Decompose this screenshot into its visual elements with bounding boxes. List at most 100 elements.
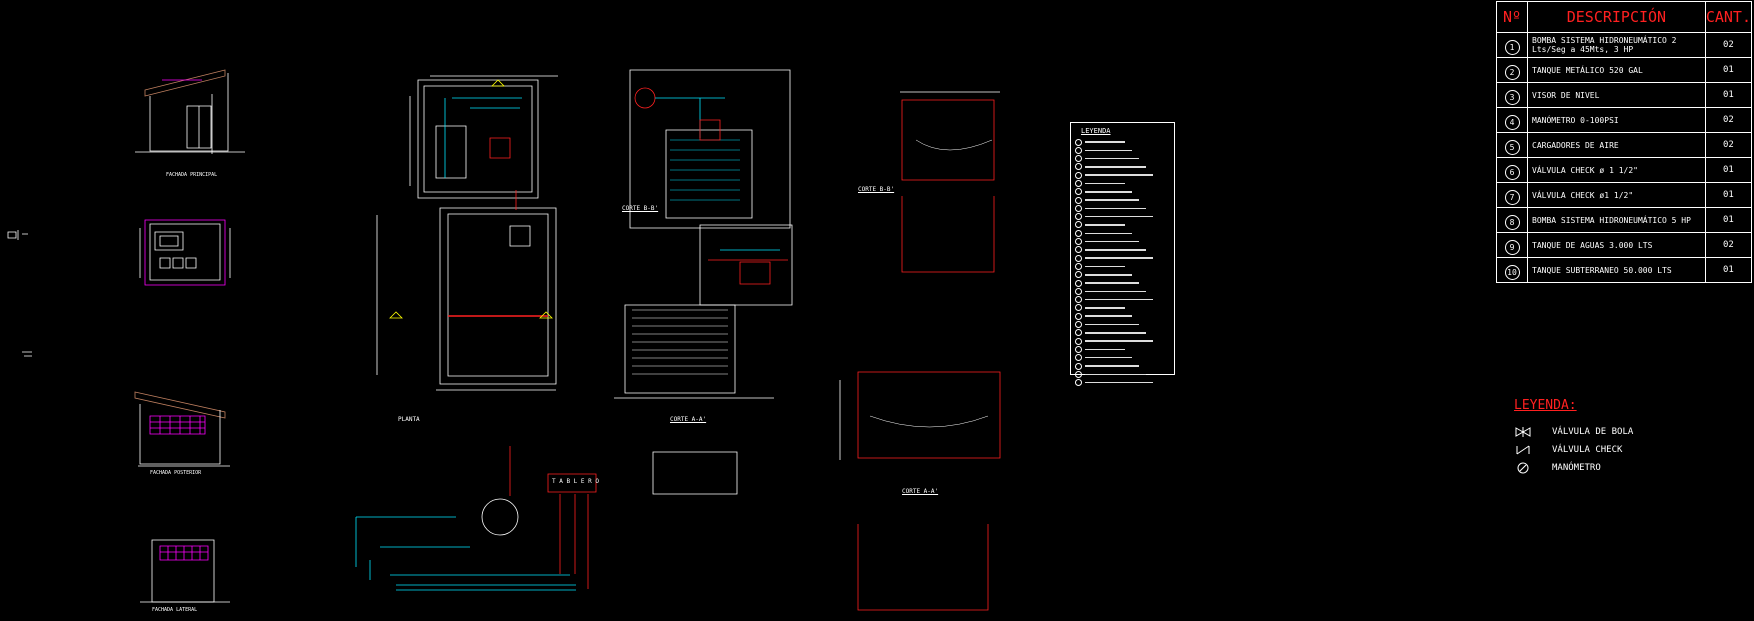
bom-row-description: TANQUE SUBTERRANEO 50.000 LTS [1527,257,1706,283]
bom-row-quantity: 01 [1704,207,1753,233]
legend-box-item [1071,213,1174,221]
bom-header-row: Nº DESCRIPCIÓN CANT. [1496,1,1753,33]
bom-row-description: TANQUE DE AGUAS 3.000 LTS [1527,232,1706,258]
legend-symbol-icon [1075,171,1082,179]
legend-box-item [1071,179,1174,187]
legend-label-check-valve: VÁLVULA CHECK [1552,445,1623,455]
tablero-label: T A B L E R O [552,478,599,485]
legend-box-item [1071,362,1174,370]
legend-box-item [1071,287,1174,295]
legend-symbol-icon [1075,271,1082,279]
legend-row-ball-valve: VÁLVULA DE BOLA [1514,423,1714,441]
legend-symbol-icon [1075,321,1082,329]
bom-row-number: 5 [1496,132,1528,158]
bom-row-description: BOMBA SISTEMA HIDRONEUMÁTICO 2 Lts/Seg a… [1527,32,1706,58]
legend-item-text-line [1085,265,1125,268]
bom-row-number: 9 [1496,232,1528,258]
legend-symbol-icon [1075,196,1082,204]
legend-box-item [1071,329,1174,337]
fachada-principal-drawing [135,69,245,154]
legend-item-text-line [1085,290,1146,293]
legend-symbol-icon [1075,329,1082,337]
left-margin-marks [7,230,32,357]
legend-symbol-icon [1075,379,1082,387]
bom-row-quantity: 01 [1704,182,1753,208]
legend-item-text-line [1085,199,1139,201]
fachada-lateral-drawing [140,539,230,603]
legend-box-item [1071,379,1174,387]
corte-bb-right-drawing [900,91,1000,273]
ball-valve-icon [1515,427,1531,437]
legend-row-check-valve: VÁLVULA CHECK [1514,441,1714,459]
legend-symbol-icon [1075,304,1082,312]
legend-box-item [1071,337,1174,345]
legend-symbol-icon [1075,312,1082,320]
legend-item-text-line [1085,274,1132,276]
legend-item-text-line [1085,157,1139,160]
legend-box-item [1071,196,1174,204]
legend-symbol-icon [1075,296,1082,304]
bom-row-number: 2 [1496,57,1528,83]
legend-item-text-line [1085,323,1139,326]
legend-item-text-line [1085,282,1139,284]
bom-header-description: DESCRIPCIÓN [1527,1,1706,33]
legend-item-text-line [1085,298,1153,301]
legend-label-ball-valve: VÁLVULA DE BOLA [1552,427,1634,437]
legend-item-text-line [1085,332,1146,334]
legend-row-manometer: MANÓMETRO [1514,459,1714,477]
legend-box-item [1071,345,1174,353]
fachada-posterior-drawing [134,391,230,467]
planta-casa-drawing [139,219,231,286]
legend-valves-title: LEYENDA: [1514,398,1577,413]
legend-item-text-line [1085,166,1146,168]
legend-item-text-line [1085,149,1132,152]
corte-aa-label: CORTE A-A' [670,416,707,423]
bom-row-quantity: 02 [1704,232,1753,258]
legend-box-item [1071,296,1174,304]
legend-item-text-line [1085,356,1132,359]
planta-label: PLANTA [398,416,420,423]
bom-row-quantity: 02 [1704,132,1753,158]
esquema-hidroneumatico [355,446,597,591]
bom-row-number: 1 [1496,32,1528,58]
bom-row-number: 7 [1496,182,1528,208]
corte-bb-right-label: CORTE B-B' [858,186,895,193]
legend-symbol-icon [1075,238,1082,246]
bom-row-description: TANQUE METÁLICO 520 GAL [1527,57,1706,83]
legend-box-item [1071,262,1174,270]
legend-symbol-icon [1075,213,1082,221]
corte-aa-right-label: CORTE A-A' [902,488,939,495]
corte-bb-top-label: CORTE B-B' [622,205,659,212]
legend-item-text-line [1085,381,1153,384]
legend-box-item [1071,254,1174,262]
legend-valves: LEYENDA: VÁLVULA DE BOLA VÁLVULA CHECK M… [1514,398,1714,477]
planta-tanque-drawing [376,190,557,391]
bom-row-number: 10 [1496,257,1528,283]
legend-box-item [1071,138,1174,146]
corte-aa-drawing [614,224,793,399]
legend-box-item [1071,221,1174,229]
legend-box-item [1071,321,1174,329]
legend-box: LEYENDA [1070,122,1175,387]
legend-item-text-line [1085,307,1125,309]
fachada-posterior-label: FACHADA POSTERIOR [150,470,202,476]
legend-box-items [1071,138,1174,387]
legend-item-text-line [1085,240,1139,243]
legend-item-text-line [1085,141,1125,143]
bom-row-quantity: 02 [1704,107,1753,133]
legend-label-manometer: MANÓMETRO [1552,463,1601,473]
bom-row-number: 4 [1496,107,1528,133]
corte-aa-right-drawing [839,371,1001,611]
bom-header-number: Nº [1496,1,1528,33]
bom-row-quantity: 01 [1704,82,1753,108]
legend-symbol-icon [1075,163,1082,171]
legend-item-text-line [1085,365,1139,367]
legend-box-item [1071,271,1174,279]
legend-item-text-line [1085,232,1132,235]
legend-symbol-icon [1075,246,1082,254]
bom-row-description: VÁLVULA CHECK ø 1 1/2" [1527,157,1706,183]
legend-item-text-line [1085,315,1132,317]
